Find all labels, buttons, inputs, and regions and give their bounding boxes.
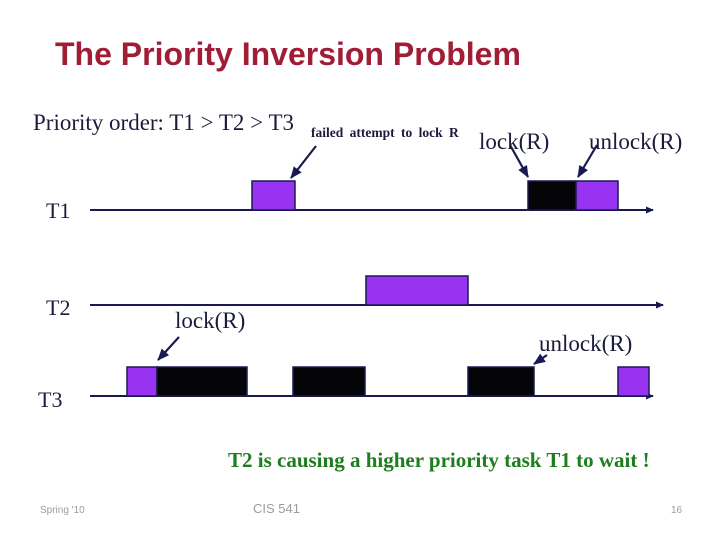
t1-lock-label: lock(R): [479, 129, 550, 154]
block-t3-run-end: [617, 366, 650, 397]
footer-course: CIS 541: [253, 501, 300, 516]
t2-unlock-label: unlock(R): [539, 331, 633, 356]
block-t1-run-blocked-attempt: [251, 180, 296, 211]
block-t1-critical-section: [527, 180, 577, 211]
t1-lock-arrow: [509, 144, 529, 178]
footer-page-number: 16: [671, 505, 683, 516]
task-label-t1: T1: [46, 198, 71, 223]
t2-unlock-arrow: [533, 353, 548, 365]
priority-order-text: Priority order: T1 > T2 > T3: [33, 110, 295, 135]
failed-attempt-label: failed attempt to lock R: [311, 125, 459, 140]
block-t3-run-start: [126, 366, 158, 397]
failed-attempt-arrow: [290, 145, 317, 179]
task-label-t2: T2: [46, 295, 71, 320]
block-t2-run: [365, 275, 469, 306]
block-t3-critical-3: [467, 366, 535, 397]
block-t3-critical-1: [156, 366, 248, 397]
t2-lock-arrow: [157, 336, 180, 361]
block-t3-critical-2: [292, 366, 366, 397]
t1-unlock-label: unlock(R): [589, 129, 683, 154]
block-t1-final-run: [575, 180, 619, 211]
conclusion-text: T2 is causing a higher priority task T1 …: [228, 448, 650, 472]
task-label-t3: T3: [38, 387, 63, 412]
t1-unlock-arrow: [577, 144, 598, 178]
footer-semester: Spring '10: [40, 505, 85, 516]
slide-title: The Priority Inversion Problem: [55, 36, 521, 72]
t2-lock-label: lock(R): [175, 308, 246, 333]
